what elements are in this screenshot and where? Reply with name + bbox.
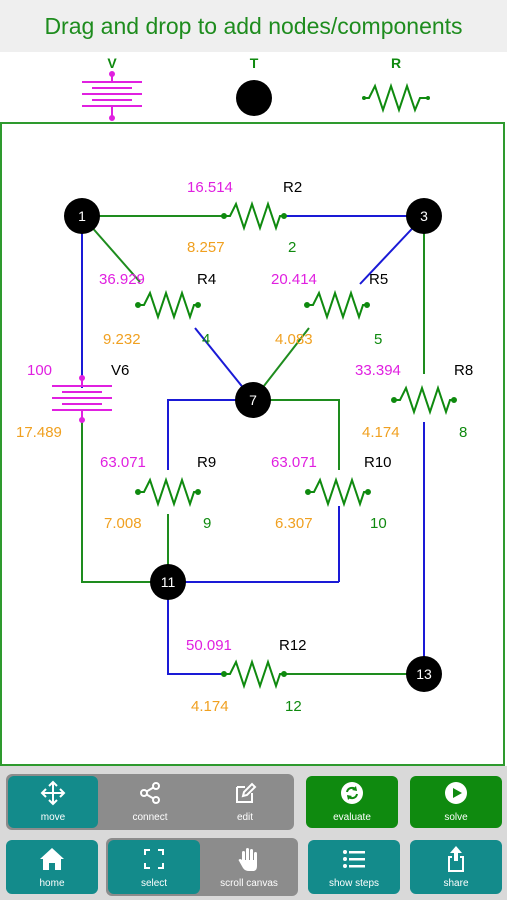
node-13[interactable]: 13	[406, 656, 442, 692]
resistor-r12[interactable]	[221, 658, 287, 690]
solve-label: solve	[444, 812, 468, 823]
share-upload-icon	[445, 846, 467, 872]
show-steps-label: show steps	[328, 878, 380, 889]
node-7[interactable]: 7	[235, 382, 271, 418]
palette-label-v: V	[107, 55, 117, 71]
palette-terminal-node[interactable]: T	[236, 55, 272, 116]
evaluate-label: evaluate	[333, 812, 371, 823]
palette-resistor[interactable]: R	[362, 55, 430, 114]
resistor-r4[interactable]	[135, 289, 201, 321]
r9-bottom-value: 7.008	[104, 515, 142, 532]
svg-text:11: 11	[161, 574, 176, 590]
resistor-r9[interactable]	[135, 476, 201, 508]
r12-bottom-value: 4.174	[191, 698, 229, 715]
solve-button[interactable]: solve	[410, 776, 502, 828]
resistor-r10[interactable]	[305, 476, 371, 508]
r10-bottom-value: 6.307	[275, 515, 313, 532]
r12-name: R12	[279, 637, 307, 654]
r9-id: 9	[203, 515, 211, 532]
r4-id: 4	[202, 331, 210, 348]
edit-label: edit	[236, 812, 254, 823]
home-icon	[39, 846, 65, 872]
move-label: move	[40, 812, 66, 823]
r2-bottom-value: 8.257	[187, 239, 225, 256]
v6-bottom-value: 17.489	[16, 424, 62, 441]
select-label: select	[140, 878, 168, 889]
r5-name: R5	[369, 271, 388, 288]
r4-top-value: 36.929	[99, 271, 145, 288]
v6-name: V6	[111, 362, 129, 379]
resistor-r5[interactable]	[304, 289, 370, 321]
selection-corners-icon	[142, 846, 166, 872]
r8-top-value: 33.394	[355, 362, 401, 379]
node-11[interactable]: 11	[150, 564, 186, 600]
node-3[interactable]: 3	[406, 198, 442, 234]
svg-text:3: 3	[420, 208, 428, 224]
r2-name: R2	[283, 179, 302, 196]
bottom-toolbar: move connect edit evaluate	[0, 766, 507, 900]
page-title: Drag and drop to add nodes/components	[44, 12, 463, 39]
select-button[interactable]: select	[108, 840, 200, 894]
component-palette: V T R	[82, 55, 430, 121]
svg-text:13: 13	[416, 666, 432, 682]
r8-name: R8	[454, 362, 473, 379]
r2-top-value: 16.514	[187, 179, 233, 196]
resistor-r8[interactable]	[391, 384, 457, 416]
r5-id: 5	[374, 331, 382, 348]
hand-icon	[237, 846, 261, 872]
home-button[interactable]: home	[6, 840, 98, 894]
v6-top-value: 100	[27, 362, 52, 379]
share-nodes-icon	[138, 780, 162, 806]
r4-bottom-value: 9.232	[103, 331, 141, 348]
scroll-canvas-button[interactable]: scroll canvas	[202, 840, 296, 894]
wire	[167, 582, 224, 675]
r2-id: 2	[288, 239, 296, 256]
play-circle-icon	[444, 780, 468, 806]
palette-label-r: R	[391, 55, 401, 71]
r8-id: 8	[459, 424, 467, 441]
scroll-canvas-label: scroll canvas	[220, 878, 278, 889]
home-label: home	[39, 878, 65, 889]
wire	[81, 414, 168, 583]
battery-icon	[82, 71, 142, 121]
palette-voltage-source[interactable]: V	[82, 55, 142, 121]
edit-button[interactable]: edit	[198, 776, 292, 828]
r5-top-value: 20.414	[271, 271, 317, 288]
r12-id: 12	[285, 698, 302, 715]
resistor-r2[interactable]	[221, 200, 287, 232]
r10-name: R10	[364, 454, 392, 471]
palette-label-t: T	[250, 55, 259, 71]
circuit-diagram: 1 3 7 11 13 16.514 R2 8.257 2 36.929 R4 …	[16, 179, 473, 715]
circuit-canvas[interactable]: 1 3 7 11 13 16.514 R2 8.257 2 36.929 R4 …	[0, 122, 505, 766]
voltage-source-v6[interactable]	[52, 375, 112, 423]
share-label: share	[443, 878, 469, 889]
share-button[interactable]: share	[410, 840, 502, 894]
node-dot-icon	[236, 80, 272, 116]
refresh-circle-icon	[340, 780, 364, 806]
connect-button[interactable]: connect	[104, 776, 196, 828]
r4-name: R4	[197, 271, 216, 288]
pencil-square-icon	[233, 780, 257, 806]
connect-label: connect	[132, 812, 168, 823]
r10-id: 10	[370, 515, 387, 532]
move-button[interactable]: move	[8, 776, 98, 828]
svg-text:1: 1	[78, 208, 86, 224]
wire	[167, 399, 253, 470]
wire	[253, 399, 340, 470]
svg-text:7: 7	[249, 392, 257, 408]
r9-top-value: 63.071	[100, 454, 146, 471]
list-icon	[342, 846, 366, 872]
node-1[interactable]: 1	[64, 198, 100, 234]
r5-bottom-value: 4.083	[275, 331, 313, 348]
r10-top-value: 63.071	[271, 454, 317, 471]
header-bar: Drag and drop to add nodes/components	[0, 0, 507, 52]
r8-bottom-value: 4.174	[362, 424, 400, 441]
r12-top-value: 50.091	[186, 637, 232, 654]
resistor-icon	[363, 82, 428, 114]
r9-name: R9	[197, 454, 216, 471]
component-labels: 16.514 R2 8.257 2 36.929 R4 9.232 4 20.4…	[16, 179, 473, 715]
show-steps-button[interactable]: show steps	[308, 840, 400, 894]
evaluate-button[interactable]: evaluate	[306, 776, 398, 828]
move-arrows-icon	[39, 780, 67, 806]
